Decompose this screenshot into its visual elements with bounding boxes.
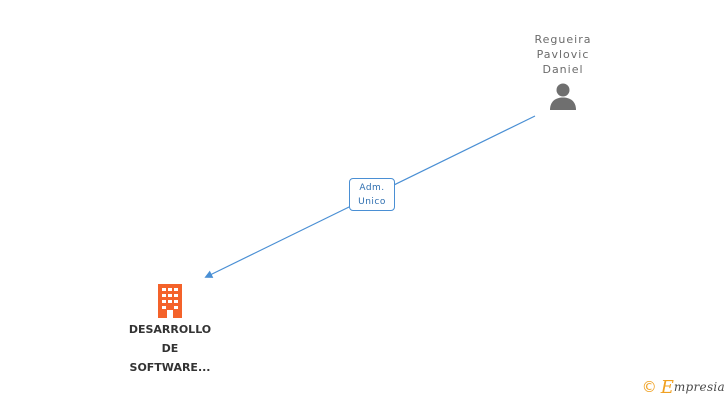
person-name-line-3: Daniel <box>542 63 584 76</box>
company-name-line-2: DE <box>161 342 179 355</box>
edge-label-line-2: Unico <box>358 197 386 207</box>
empresia-brand[interactable]: © E mpresia <box>641 376 725 398</box>
company-node[interactable]: DESARROLLO DE SOFTWARE... <box>110 284 230 375</box>
copyright-symbol: © <box>641 378 657 396</box>
person-name-line-1: Regueira <box>534 33 592 46</box>
building-icon <box>158 284 182 318</box>
person-icon <box>550 83 576 110</box>
person-name-line-2: Pavlovic <box>536 48 590 61</box>
brand-logo-text: mpresia <box>673 380 725 394</box>
company-name-line-3: SOFTWARE... <box>129 361 211 374</box>
edge-label[interactable]: Adm. Unico <box>349 178 395 211</box>
brand-logo-initial: E <box>660 376 674 398</box>
edge-label-line-1: Adm. <box>359 183 385 193</box>
person-node[interactable]: Regueira Pavlovic Daniel <box>513 32 613 111</box>
company-name-line-1: DESARROLLO <box>128 323 212 336</box>
